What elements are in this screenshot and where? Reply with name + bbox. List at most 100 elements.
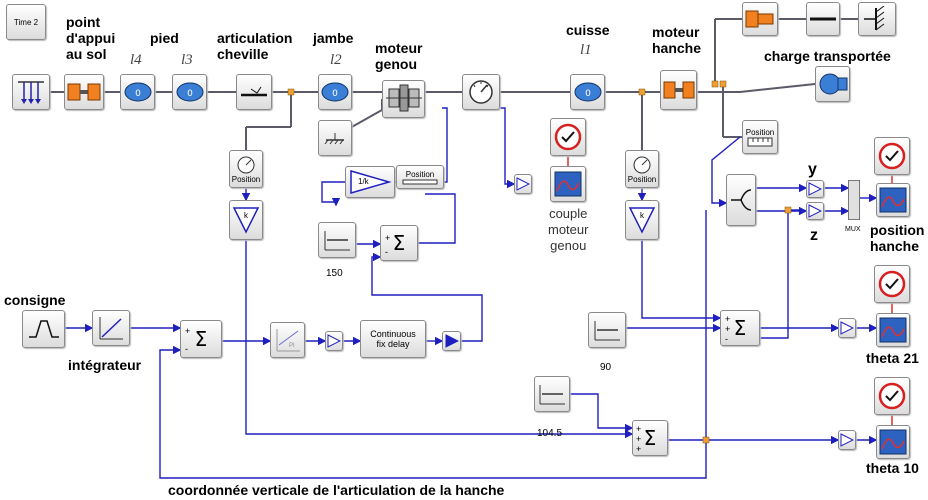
sum-theta21[interactable]: Σ + + - (720, 310, 760, 346)
scope-knee-gain[interactable] (514, 174, 532, 194)
svg-text:0: 0 (187, 89, 193, 99)
hip-angle-sensor[interactable]: Position (625, 150, 659, 188)
sum-theta10-plus3: + (636, 444, 642, 454)
scope-knee[interactable] (550, 166, 586, 202)
theta21-label: theta 21 (866, 350, 919, 366)
theta21-gain-block[interactable] (838, 318, 856, 338)
moteur-hanche-block[interactable] (660, 70, 697, 110)
scope-icon-theta21 (879, 317, 907, 343)
sum-theta10-symbol: Σ (643, 426, 657, 450)
charge-transportee-label: charge transportée (764, 48, 891, 64)
ankle-angle-sensor[interactable]: Position (229, 150, 263, 188)
hip-demux-block[interactable] (726, 174, 756, 226)
articulation-cheville-block[interactable] (236, 74, 272, 110)
const-150-block[interactable] (318, 222, 356, 258)
mux-block[interactable] (848, 180, 860, 220)
rigid-rod-icon (810, 17, 836, 21)
ground-block[interactable] (12, 74, 50, 110)
knee-position-sensor[interactable]: Position (396, 165, 444, 189)
y-gain-block[interactable] (806, 180, 824, 198)
clock-links (567, 155, 893, 425)
sum-consigne-symbol: Σ (194, 327, 208, 351)
pied-l3-block[interactable]: 0 (172, 74, 207, 110)
pied-label: pied (150, 30, 179, 46)
torque-gauge-icon (469, 80, 493, 104)
knee-torque-sensor-block[interactable] (462, 74, 500, 110)
ankle-gauge-icon (237, 156, 255, 173)
revolute-joint-icon (241, 86, 267, 97)
theta10-gain-triangle (840, 433, 854, 447)
const-104-value: 104.5 (537, 428, 563, 439)
time-block[interactable]: Time 2 (6, 4, 46, 40)
sum-theta10-plus1: + (636, 424, 642, 434)
consigne-signal-block[interactable] (22, 310, 65, 348)
scope-theta21[interactable] (876, 313, 910, 347)
const-90-block[interactable] (588, 312, 626, 348)
ruler-icon (747, 137, 773, 146)
sum-theta21-symbol: Σ (733, 316, 747, 340)
hip-position-sensor[interactable]: Position (742, 120, 778, 154)
hip-gauge-icon (633, 156, 651, 173)
charge-mass-block[interactable] (815, 66, 850, 102)
clock-hanche[interactable] (874, 137, 910, 175)
sum-consigne[interactable]: Σ + - (180, 320, 222, 358)
const-104-block[interactable] (534, 376, 570, 412)
theta10-gain-block[interactable] (838, 430, 856, 450)
delay-block[interactable]: Continuous fix delay (360, 320, 426, 358)
body-l3-icon: 0 (176, 82, 203, 102)
sum-theta21-plus1: + (725, 314, 731, 324)
jambe-l2-block[interactable]: 0 (318, 74, 352, 110)
clock-knee[interactable] (550, 118, 586, 156)
sum-knee-plus: + (385, 233, 391, 243)
step-icon-104 (539, 385, 565, 405)
clock-icon-theta10 (878, 382, 906, 410)
z-gain-block[interactable] (806, 202, 824, 220)
pi-gain-block[interactable] (325, 331, 343, 351)
ankle-gain-k[interactable]: k (229, 200, 263, 240)
trapezoid-signal-icon (28, 320, 59, 338)
delay-gain-triangle (445, 334, 459, 348)
sum-knee[interactable]: Σ + - (380, 225, 418, 261)
charge-fixed-block[interactable] (858, 2, 896, 36)
integrateur-block[interactable] (92, 310, 130, 346)
moteur-genou-block[interactable] (382, 80, 425, 118)
sum-theta21-plus2: + (725, 324, 731, 334)
scope-theta10[interactable] (876, 425, 910, 459)
sum-theta10[interactable]: Σ + + + (632, 420, 668, 456)
charge-slider-block[interactable] (742, 2, 778, 36)
bottom-caption: coordonnée verticale de l'articulation d… (168, 482, 505, 498)
pi-controller-block[interactable]: PI (270, 322, 305, 358)
clock-icon-hanche (878, 142, 906, 170)
clock-theta10[interactable] (874, 377, 910, 415)
knee-gain-text: 1/k (358, 177, 369, 186)
time-block-label: Time 2 (13, 17, 39, 27)
ankle-gain-text: k (244, 211, 248, 220)
cuisse-l1-block[interactable]: 0 (570, 74, 605, 110)
knee-gain-triangle (350, 170, 392, 194)
charge-rod-block[interactable] (806, 2, 840, 36)
sum-knee-minus: - (385, 247, 388, 257)
hip-position-label: Position (745, 127, 775, 137)
scope-knee-gain-triangle (516, 177, 530, 191)
ground-ref-block[interactable] (318, 120, 352, 156)
z-label: z (810, 227, 818, 244)
clock-icon (554, 123, 582, 151)
z-gain-triangle (808, 204, 822, 218)
point-appui-block[interactable] (64, 74, 104, 110)
knee-gain-1k[interactable]: 1/k (345, 166, 395, 198)
scope-hanche[interactable] (876, 183, 910, 217)
jambe-label: jambe (313, 30, 354, 46)
mux-label: MUX (845, 226, 861, 233)
sum-theta21-minus: - (725, 334, 728, 344)
integrateur-label: intégrateur (68, 357, 142, 373)
pied-l4-block[interactable]: 0 (120, 74, 155, 110)
clock-theta21[interactable] (874, 265, 910, 303)
delay-gain-block[interactable] (442, 331, 461, 351)
theta21-gain-triangle (840, 321, 854, 335)
pi-text: PI (289, 343, 295, 349)
hip-gain-k[interactable]: k (625, 200, 659, 240)
step-icon-90 (594, 321, 620, 341)
sum-knee-symbol: Σ (392, 231, 406, 255)
